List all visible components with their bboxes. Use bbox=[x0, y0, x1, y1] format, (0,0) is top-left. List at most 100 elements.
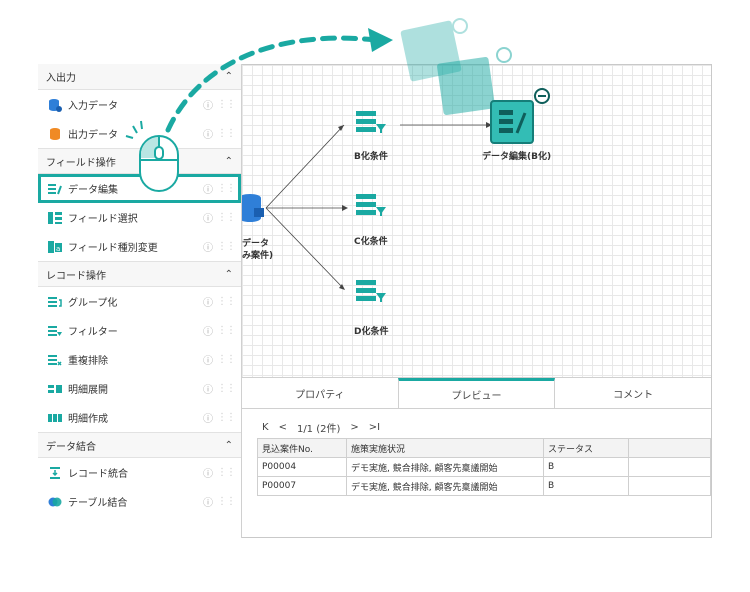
node-label-d: D化条件 bbox=[354, 327, 389, 337]
help-icon[interactable]: ⓘ bbox=[203, 243, 213, 254]
collapse-caret-icon[interactable]: ⌃ bbox=[224, 155, 233, 167]
tab-properties[interactable]: プロパティ bbox=[295, 389, 345, 401]
database-output-icon bbox=[50, 127, 60, 140]
drag-handle-icon[interactable]: ⋮⋮ bbox=[217, 212, 236, 223]
drag-handle-icon[interactable]: ⋮⋮ bbox=[217, 496, 236, 507]
help-icon[interactable]: ⓘ bbox=[203, 385, 213, 396]
tool-field-type-change[interactable]: a フィールド種別変更 ⓘ⋮⋮ bbox=[38, 232, 241, 261]
tool-label: データ編集 bbox=[68, 185, 118, 196]
section-field-ops[interactable]: フィールド操作⌃ bbox=[38, 148, 241, 174]
drag-handle-icon[interactable]: ⋮⋮ bbox=[217, 99, 236, 110]
detail-create-icon bbox=[48, 413, 62, 422]
help-icon[interactable]: ⓘ bbox=[203, 298, 213, 309]
help-icon[interactable]: ⓘ bbox=[203, 498, 213, 509]
dedupe-icon bbox=[48, 354, 62, 366]
next-page-button[interactable]: > bbox=[350, 422, 359, 433]
tool-label: フィルター bbox=[68, 327, 118, 338]
tool-label: 入力データ bbox=[68, 101, 118, 112]
table-row[interactable]: P00004 デモ実施, 競合排除, 顧客先稟議開始 B bbox=[257, 457, 711, 477]
tool-label: レコード統合 bbox=[68, 469, 128, 480]
node-label-edit: データ編集(B化) bbox=[482, 152, 552, 162]
table-cell bbox=[628, 476, 711, 496]
table-row[interactable]: P00007 デモ実施, 競合排除, 顧客先稟議開始 B bbox=[257, 476, 711, 496]
page-info: 1/1 (2件) bbox=[296, 424, 341, 435]
tab-comment[interactable]: コメント bbox=[613, 389, 654, 401]
section-data-join[interactable]: データ結合 ⌃ bbox=[38, 432, 241, 458]
tab-preview[interactable]: プレビュー bbox=[397, 378, 556, 408]
filter-node-c-icon[interactable] bbox=[356, 194, 386, 216]
record-merge-icon bbox=[50, 466, 60, 479]
arrowhead bbox=[342, 205, 348, 211]
drag-handle-icon[interactable]: ⋮⋮ bbox=[217, 128, 236, 139]
help-icon[interactable]: ⓘ bbox=[203, 185, 213, 196]
drag-handle-icon[interactable]: ⋮⋮ bbox=[217, 183, 236, 194]
filter-node-b-icon[interactable] bbox=[356, 111, 386, 133]
tool-record-merge[interactable]: レコード統合 ⓘ ⋮⋮ bbox=[38, 458, 241, 487]
tool-table-join[interactable]: テーブル結合 ⓘ⋮⋮ bbox=[38, 487, 241, 516]
tool-palette: 入出力⌃ 入力データ ⓘ ⋮⋮ 出力データ ⓘ ⋮⋮ フィールド操作⌃ データ編集 … bbox=[38, 64, 242, 538]
table-cell: P00007 bbox=[257, 476, 347, 496]
drag-handle-icon[interactable]: ⋮⋮ bbox=[217, 467, 236, 478]
input-node-label-1: データ bbox=[242, 239, 270, 249]
section-title: レコード操作 bbox=[46, 270, 106, 282]
tool-detail-create[interactable]: 明細作成 ⓘ ⋮⋮ bbox=[38, 403, 241, 432]
help-icon[interactable]: ⓘ bbox=[203, 130, 213, 141]
drag-handle-icon[interactable]: ⋮⋮ bbox=[217, 325, 236, 336]
tool-detail-expand[interactable]: 明細展開 ⓘ ⋮⋮ bbox=[38, 374, 241, 403]
section-title: データ結合 bbox=[46, 441, 96, 453]
connector-b bbox=[265, 124, 345, 209]
table-cell: P00004 bbox=[257, 457, 347, 477]
help-icon[interactable]: ⓘ bbox=[203, 327, 213, 338]
flow-canvas[interactable]: データ み案件) B化条件 C化条件 D化条件 データ編集(B化) bbox=[242, 65, 711, 377]
filter-node-d-icon[interactable] bbox=[356, 280, 386, 302]
table-join-icon bbox=[48, 497, 62, 506]
section-io[interactable]: 入出力⌃ bbox=[38, 64, 241, 90]
help-icon[interactable]: ⓘ bbox=[203, 356, 213, 367]
last-page-button[interactable]: >I bbox=[368, 422, 381, 433]
tool-field-select[interactable]: フィールド選択 ⓘ⋮⋮ bbox=[38, 203, 241, 232]
detail-expand-icon bbox=[48, 384, 62, 393]
column-header[interactable]: 施策実施状況 bbox=[346, 438, 544, 458]
column-header[interactable]: 見込案件No. bbox=[257, 438, 347, 458]
tool-label: 明細作成 bbox=[68, 414, 108, 425]
column-header[interactable]: ステータス bbox=[543, 438, 629, 458]
prev-page-button[interactable]: < bbox=[278, 422, 287, 433]
tool-group[interactable]: グループ化 ⓘ ⋮⋮ bbox=[38, 287, 241, 316]
tool-filter[interactable]: フィルター ⓘ ⋮⋮ bbox=[38, 316, 241, 345]
tool-label: 出力データ bbox=[68, 130, 118, 141]
collapse-caret-icon[interactable]: ⌃ bbox=[224, 439, 233, 451]
field-type-change-icon: a bbox=[48, 240, 62, 253]
first-page-button[interactable]: K bbox=[262, 422, 269, 433]
drag-handle-icon[interactable]: ⋮⋮ bbox=[217, 296, 236, 307]
help-icon[interactable]: ⓘ bbox=[203, 469, 213, 480]
help-icon[interactable]: ⓘ bbox=[203, 214, 213, 225]
table-cell bbox=[628, 457, 711, 477]
help-icon[interactable]: ⓘ bbox=[203, 414, 213, 425]
section-record-ops[interactable]: レコード操作 ⌃ bbox=[38, 261, 241, 287]
column-header[interactable] bbox=[628, 438, 711, 458]
input-data-node-icon[interactable] bbox=[242, 194, 264, 222]
tool-label: 明細展開 bbox=[68, 385, 108, 396]
arrowhead bbox=[339, 284, 345, 290]
tool-label: 重複排除 bbox=[68, 356, 108, 367]
help-icon[interactable]: ⓘ bbox=[203, 101, 213, 112]
table-cell: B bbox=[543, 476, 629, 496]
drag-handle-icon[interactable]: ⋮⋮ bbox=[217, 354, 236, 365]
tool-input-data[interactable]: 入力データ ⓘ ⋮⋮ bbox=[38, 90, 241, 119]
drag-handle-icon[interactable]: ⋮⋮ bbox=[217, 383, 236, 394]
tool-output-data[interactable]: 出力データ ⓘ ⋮⋮ bbox=[38, 119, 241, 148]
drag-handle-icon[interactable]: ⋮⋮ bbox=[217, 412, 236, 423]
tool-data-edit[interactable]: データ編集 ⓘ ⋮⋮ bbox=[38, 174, 241, 203]
drag-handle-icon[interactable]: ⋮⋮ bbox=[217, 241, 236, 252]
input-node-label-2: み案件) bbox=[242, 251, 274, 261]
tool-label: グループ化 bbox=[68, 298, 118, 309]
flow-connectors bbox=[242, 111, 492, 302]
collapse-caret-icon[interactable]: ⌃ bbox=[224, 71, 233, 82]
tool-dedupe[interactable]: 重複排除 ⓘ ⋮⋮ bbox=[38, 345, 241, 374]
collapse-caret-icon[interactable]: ⌃ bbox=[224, 268, 233, 280]
pager: K < 1/1 (2件) > >I bbox=[262, 420, 380, 435]
table-cell: デモ実施, 競合排除, 顧客先稟議開始 bbox=[346, 457, 544, 477]
filter-icon bbox=[48, 325, 62, 336]
group-icon bbox=[48, 296, 62, 307]
bottom-tabs: プロパティ プレビュー コメント bbox=[242, 377, 711, 409]
